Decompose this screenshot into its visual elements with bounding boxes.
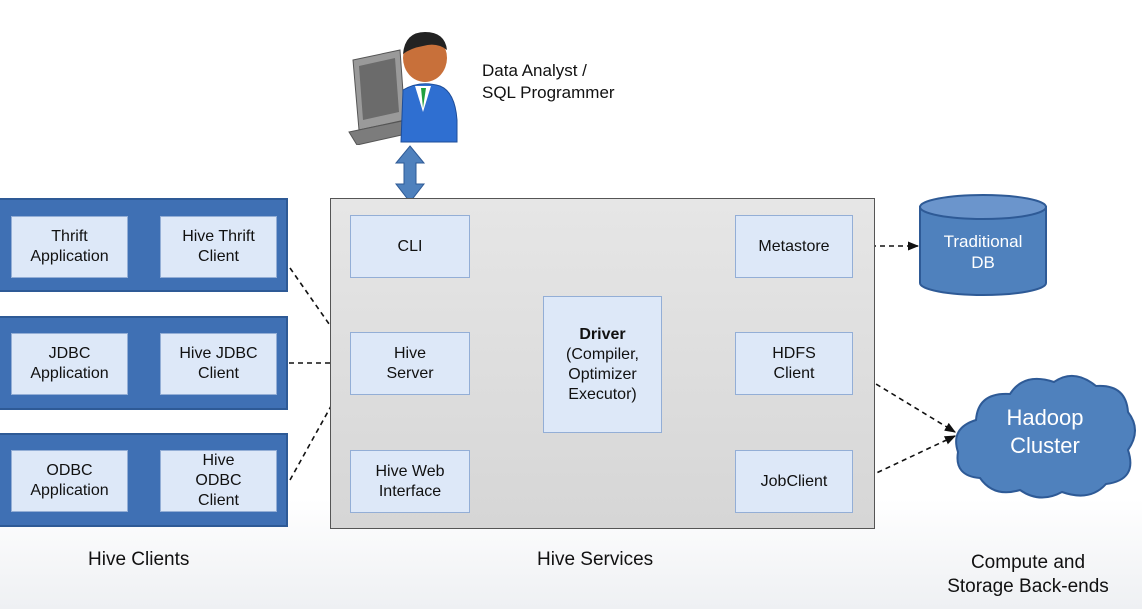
backends-caption-line1: Compute and — [970, 552, 1086, 573]
hive-thrift-client-line2: Client — [198, 248, 239, 265]
backends-caption: Compute and Storage Back-ends — [928, 551, 1128, 599]
hive-server-line2: Server — [386, 364, 434, 382]
hive-odbc-client-line1: Hive — [202, 452, 235, 469]
database-icon — [919, 194, 1047, 296]
hadoop-cluster-line2: Cluster — [1010, 433, 1080, 458]
user-label: Data Analyst / SQL Programmer — [482, 60, 615, 104]
user-label-line1: Data Analyst / — [482, 61, 587, 80]
jdbc-application-line2: Application — [30, 365, 109, 382]
hdfs-client-box: HDFS Client — [735, 332, 853, 395]
hadoop-cluster-cloud: Hadoop Cluster — [950, 368, 1140, 503]
thrift-application-line2: Application — [30, 248, 109, 265]
driver-title: Driver — [579, 325, 626, 343]
hive-thrift-client-line1: Hive Thrift — [182, 228, 255, 245]
hadoop-cluster-line1: Hadoop — [1006, 405, 1084, 430]
odbc-application-line1: ODBC — [46, 462, 93, 479]
hive-jdbc-client-line1: Hive JDBC — [179, 345, 258, 362]
driver-line1: (Compiler, — [566, 345, 639, 363]
odbc-application-line2: Application — [30, 482, 109, 499]
jdbc-application-box: JDBC Application — [11, 333, 128, 395]
hive-jdbc-client-box: Hive JDBC Client — [160, 333, 277, 395]
hive-odbc-client-line2: ODBC — [195, 472, 242, 489]
hive-web-interface-line2: Interface — [378, 482, 442, 500]
hive-services-caption: Hive Services — [537, 549, 654, 570]
thrift-application-line1: Thrift — [51, 228, 88, 245]
traditional-db-line2: DB — [971, 253, 995, 272]
hive-odbc-client-line3: Client — [198, 492, 239, 509]
odbc-application-box: ODBC Application — [11, 450, 128, 512]
hive-server-line1: Hive — [393, 344, 426, 362]
jobclient-label: JobClient — [760, 472, 828, 490]
user-cli-double-arrow — [394, 145, 426, 203]
user-label-line2: SQL Programmer — [482, 83, 615, 102]
driver-line3: Executor) — [568, 385, 637, 403]
traditional-db-line1: Traditional — [943, 232, 1023, 251]
traditional-db-cylinder: Traditional DB — [918, 193, 1048, 298]
driver-box: Driver (Compiler, Optimizer Executor) — [543, 296, 662, 433]
metastore-label: Metastore — [758, 237, 830, 255]
jdbc-application-line1: JDBC — [48, 345, 91, 362]
metastore-box: Metastore — [735, 215, 853, 278]
driver-line2: Optimizer — [568, 365, 637, 383]
backends-caption-line2: Storage Back-ends — [947, 576, 1109, 597]
cli-label: CLI — [397, 237, 423, 255]
hdfs-client-line1: HDFS — [772, 344, 816, 362]
cli-box: CLI — [350, 215, 470, 278]
hdfs-client-line2: Client — [773, 364, 815, 382]
hive-jdbc-client-line2: Client — [198, 365, 239, 382]
cloud-icon — [955, 375, 1136, 499]
hive-clients-caption: Hive Clients — [88, 549, 190, 570]
hive-web-interface-line1: Hive Web — [375, 462, 445, 480]
data-analyst-icon — [345, 20, 460, 146]
jobclient-box: JobClient — [735, 450, 853, 513]
